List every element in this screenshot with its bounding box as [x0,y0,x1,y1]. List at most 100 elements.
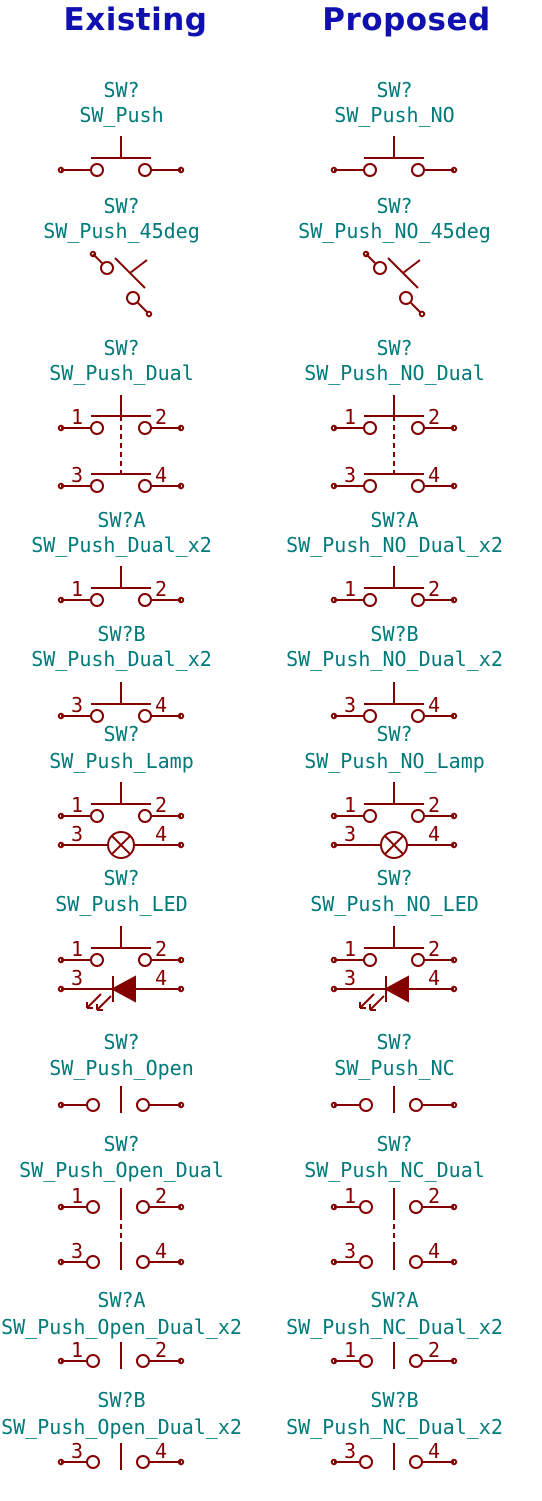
switch-contact-right [409,1200,423,1214]
switch-contact-left [86,1098,100,1112]
name-label-existing-1: SW_Push_45deg [43,219,200,243]
switch-contact-left [90,479,104,493]
pin-end-dot [450,712,458,720]
pin-number-1: 1 [71,793,83,817]
led-emission-arrow [96,995,112,1011]
ref-label-proposed-7: SW? [376,1030,413,1054]
pin-end-dot [177,166,185,174]
ref-label-existing-8: SW? [103,1132,140,1156]
switch-contact-left [86,1354,100,1368]
pin-end-dot [57,1258,65,1266]
pin-number-2: 2 [428,1338,440,1362]
pin-end-dot [362,250,370,258]
ref-label-proposed-3: SW?A [370,508,419,532]
pin-end-dot [177,985,185,993]
ref-label-proposed-10: SW?B [370,1388,419,1412]
pin-number-2: 2 [155,1338,167,1362]
pin-number-1: 1 [71,405,83,429]
existing-column-title: Existing [63,2,208,38]
pin-end-dot [330,1258,338,1266]
pin-number-3: 3 [71,1239,83,1263]
pin-number-1: 1 [71,577,83,601]
pin-end-dot [450,1258,458,1266]
switch-contact-left [86,1455,100,1469]
pin-number-4: 4 [155,463,167,487]
switch-contact-left [90,809,104,823]
pin-number-2: 2 [428,577,440,601]
pin-number-2: 2 [155,405,167,429]
switch-contact-right [136,1255,150,1269]
name-label-existing-6: SW_Push_LED [55,892,188,916]
pin-end-dot [177,1258,185,1266]
pin-end-dot [450,812,458,820]
switch-contact-left [359,1098,373,1112]
switch-contact-right [136,1455,150,1469]
pin-number-2: 2 [155,577,167,601]
ref-label-existing-9: SW?A [97,1288,146,1312]
pin-end-dot [330,1203,338,1211]
pin-end-dot [330,424,338,432]
pin-end-dot [330,1458,338,1466]
switch-contact-left [363,709,377,723]
pin-number-2: 2 [155,793,167,817]
pin-end-dot [57,812,65,820]
switch-contact-left [90,421,104,435]
pin-number-4: 4 [155,822,167,846]
switch-contact-left [90,953,104,967]
led-icon [383,975,409,1003]
name-label-existing-8: SW_Push_Open_Dual [19,1158,224,1182]
pin-number-3: 3 [344,1439,356,1463]
pin-end-dot [57,841,65,849]
ref-label-proposed-5: SW? [376,722,413,746]
pin-end-dot [177,956,185,964]
switch-contact-left [359,1200,373,1214]
pin-end-dot [330,1101,338,1109]
pin-end-dot [450,166,458,174]
pin-end-dot [450,1101,458,1109]
pin-end-dot [330,712,338,720]
pin-number-1: 1 [71,937,83,961]
switch-contact-right [138,163,152,177]
ref-label-existing-0: SW? [103,78,140,102]
pin-end-dot [450,1203,458,1211]
pin-number-1: 1 [71,1184,83,1208]
switch-contact-lower [399,291,413,305]
pin-number-4: 4 [155,1439,167,1463]
ref-label-existing-10: SW?B [97,1388,146,1412]
pin-number-4: 4 [155,1239,167,1263]
pin-end-dot [330,812,338,820]
led-icon [110,975,136,1003]
name-label-proposed-6: SW_Push_NO_LED [310,892,479,916]
switch-contact-left [363,163,377,177]
ref-label-proposed-1: SW? [376,194,413,218]
pin-end-dot [57,596,65,604]
pin-end-dot [418,310,426,318]
pin-number-4: 4 [428,463,440,487]
switch-contact-right [138,809,152,823]
pin-end-dot [57,166,65,174]
name-label-proposed-5: SW_Push_NO_Lamp [304,749,485,773]
switch-contact-left [90,709,104,723]
lead-upper [92,253,103,264]
ref-label-existing-3: SW?A [97,508,146,532]
switch-contact-right [411,479,425,493]
pin-end-dot [450,424,458,432]
name-label-proposed-1: SW_Push_NO_45deg [298,219,491,243]
name-label-proposed-9: SW_Push_NC_Dual_x2 [286,1315,503,1339]
pin-number-1: 1 [344,937,356,961]
ref-label-existing-4: SW?B [97,622,146,646]
pin-number-1: 1 [344,577,356,601]
pin-number-3: 3 [344,693,356,717]
pin-end-dot [330,1357,338,1365]
pin-number-1: 1 [344,1338,356,1362]
pin-end-dot [177,812,185,820]
name-label-proposed-3: SW_Push_NO_Dual_x2 [286,533,503,557]
switch-contact-right [136,1354,150,1368]
pin-number-4: 4 [155,693,167,717]
name-label-existing-5: SW_Push_Lamp [49,749,194,773]
switch-contact-right [411,953,425,967]
switch-contact-left [90,163,104,177]
pin-end-dot [450,596,458,604]
name-label-proposed-7: SW_Push_NC [334,1056,455,1080]
pin-end-dot [330,596,338,604]
